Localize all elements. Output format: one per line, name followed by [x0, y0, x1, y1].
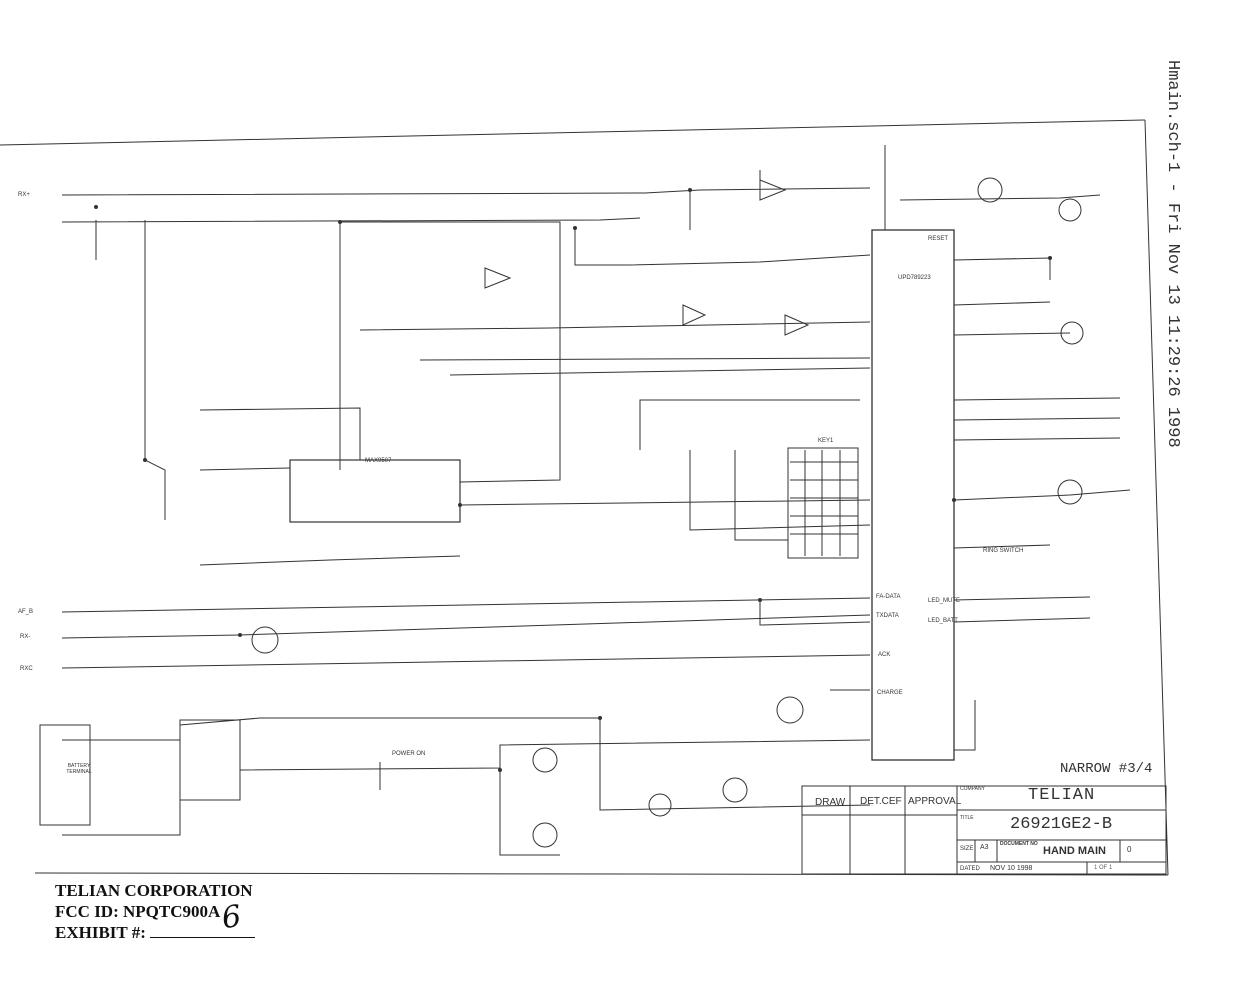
battery-terminal-label: BATTERY TERMINAL — [66, 763, 92, 775]
fcc-id: FCC ID: NPQTC900A — [55, 902, 221, 921]
net-label: AF_B — [18, 609, 34, 615]
det-cef-label: DET.CEF — [860, 796, 902, 807]
ring-switch-label: RING SWITCH — [983, 548, 1024, 554]
document-number: HAND MAIN — [1043, 845, 1106, 857]
revision: 0 — [1127, 845, 1132, 854]
net-label: CHARGE — [877, 690, 903, 696]
net-label: RESET — [928, 236, 949, 242]
company-name: TELIAN — [1028, 786, 1096, 805]
net-label: FA-DATA — [876, 594, 901, 600]
dated-value: NOV 10 1998 — [990, 865, 1033, 872]
title-label: TITLE — [960, 815, 974, 821]
net-label: ACK — [878, 652, 891, 658]
document-label: DOCUMENT NO — [1000, 841, 1038, 847]
dated-label: DATED — [960, 866, 980, 872]
drawing-title: 26921GE2-B — [1010, 815, 1113, 834]
net-label: LED_BATT — [928, 618, 958, 624]
sheet-stamp: Hmain.sch-1 - Fri Nov 13 11:29:26 1998 — [1160, 60, 1190, 448]
exhibit-blank — [150, 923, 256, 938]
audio-ic-label: MAX9507 — [365, 458, 392, 464]
net-label: RXC — [20, 666, 33, 672]
key-matrix-label: KEY1 — [818, 438, 834, 444]
power-switch-label: POWER ON — [392, 751, 426, 757]
sheet-stamp-text: Hmain.sch-1 - Fri Nov 13 11:29:26 1998 — [1163, 60, 1182, 448]
narrow-note: NARROW #3/4 — [1060, 761, 1153, 777]
approval-label: APPROVAL — [908, 796, 962, 807]
size-value: A3 — [980, 844, 989, 851]
size-label: SIZE — [960, 846, 974, 852]
main-ic-label: UPD789223 — [898, 275, 931, 281]
exhibit-label: EXHIBIT #: — [55, 923, 146, 942]
net-label: LED_MUTE — [928, 598, 961, 604]
draw-label: DRAW — [815, 797, 846, 808]
company-label: COMPANY — [960, 786, 985, 792]
fcc-label-block: TELIAN CORPORATION FCC ID: NPQTC900A EXH… — [55, 880, 256, 943]
sheet-number: 1 OF 1 — [1094, 865, 1113, 871]
fcc-company: TELIAN CORPORATION — [55, 881, 253, 900]
net-label: TXDATA — [876, 613, 899, 619]
net-label: RX+ — [18, 192, 30, 198]
net-label: RX- — [20, 634, 31, 640]
